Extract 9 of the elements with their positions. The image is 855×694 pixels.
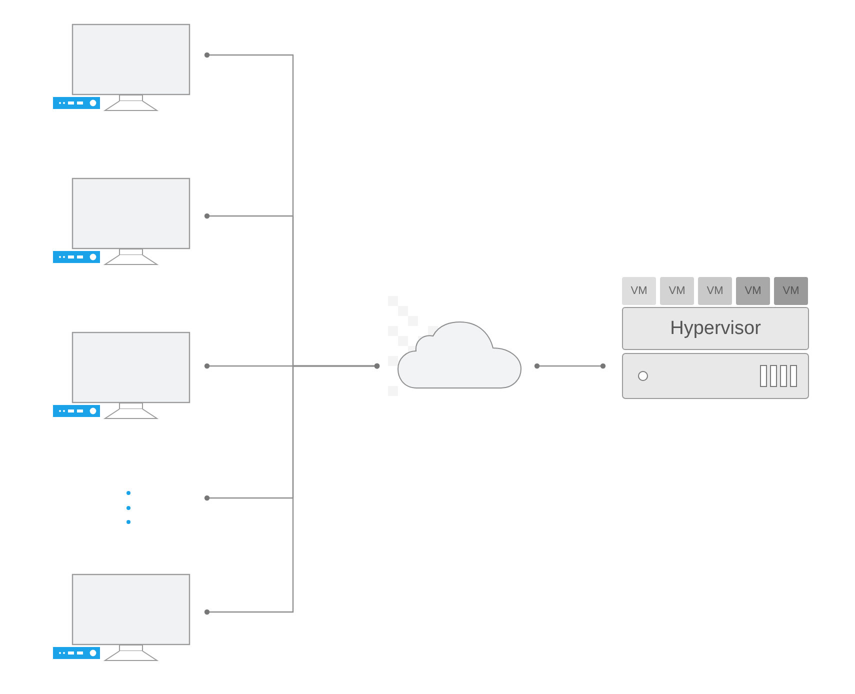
vm-box: VM [622,277,656,305]
vm-box: VM [774,277,808,305]
connector-line [534,363,606,369]
vm-box: VM [698,277,732,305]
connector-line [204,363,380,615]
hypervisor-box: Hypervisor [622,307,809,350]
vm-box: VM [660,277,694,305]
vm-box: VM [736,277,770,305]
ellipsis-dots-icon [124,489,133,527]
